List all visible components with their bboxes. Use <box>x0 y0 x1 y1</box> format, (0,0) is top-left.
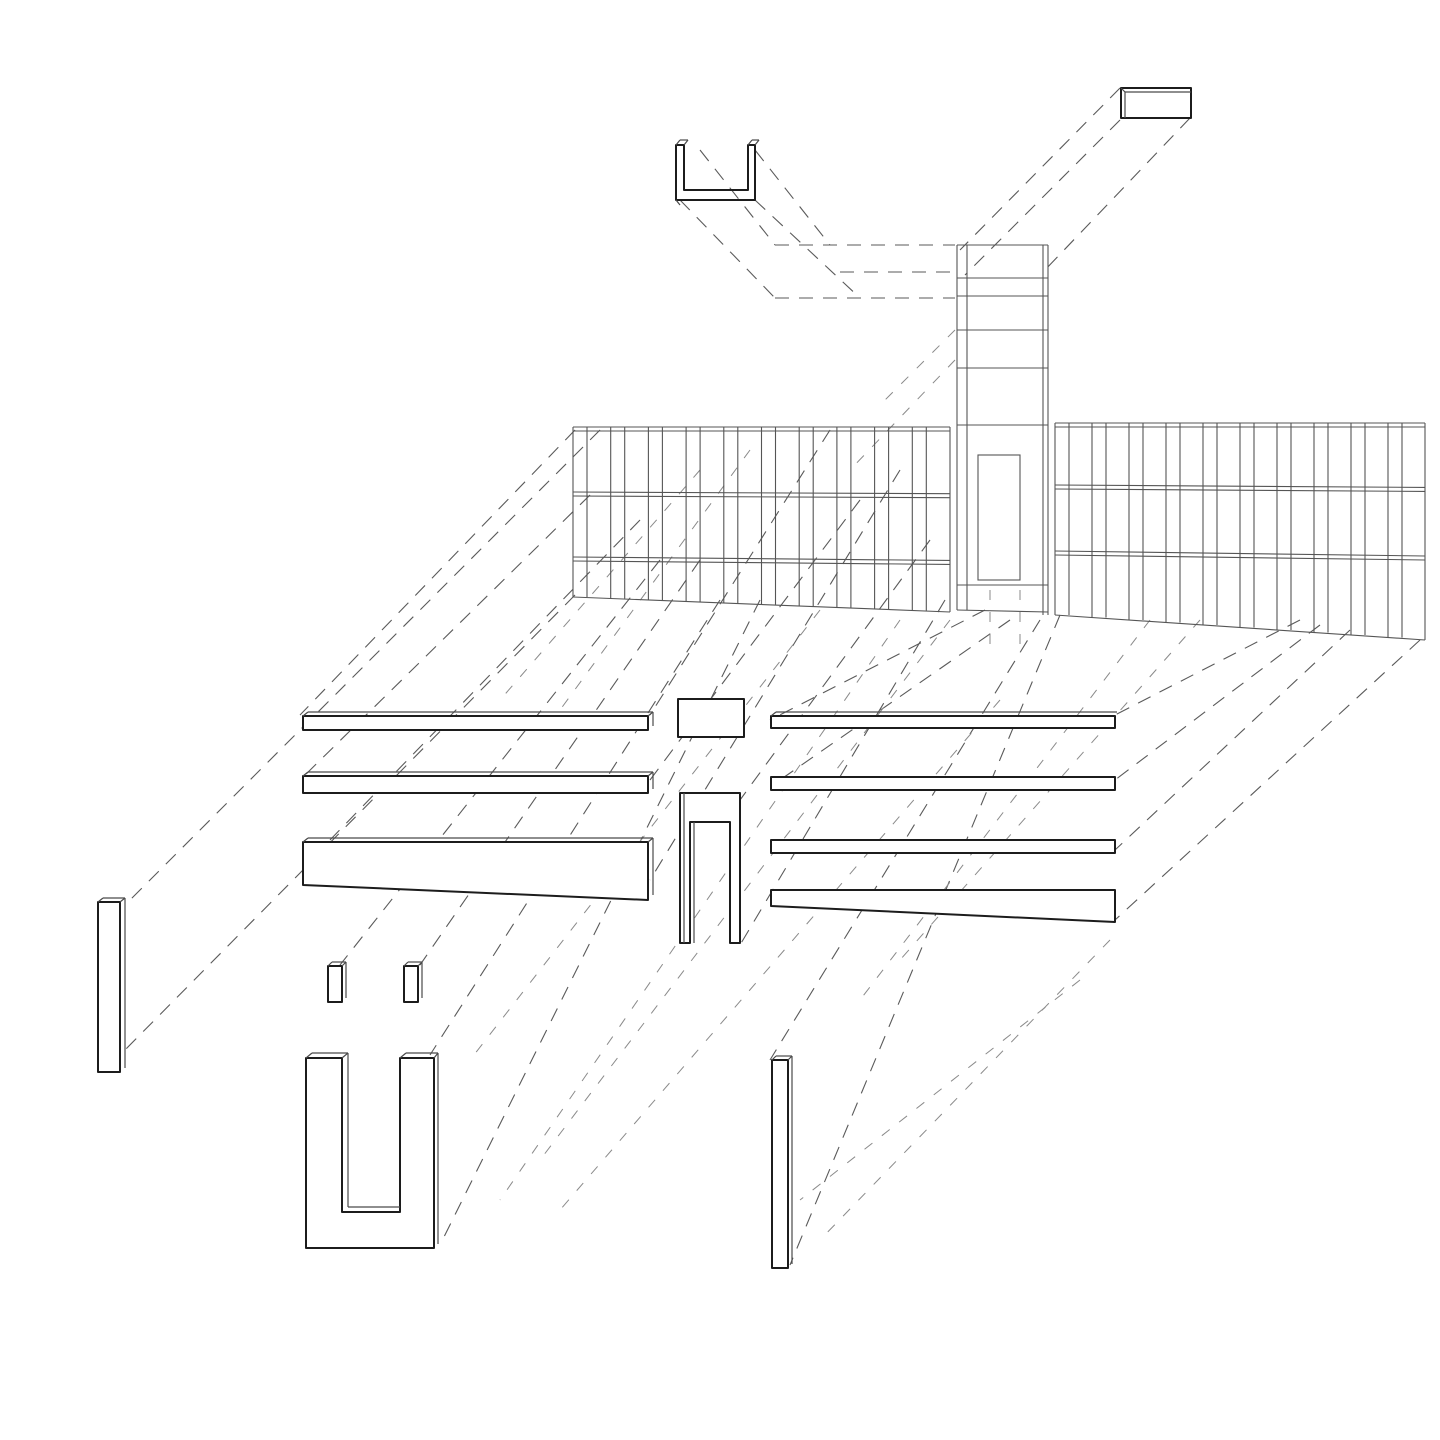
small-post-left <box>327 961 347 1003</box>
centre-door-frame <box>679 792 741 944</box>
upper-u-channel <box>675 139 760 206</box>
large-u-wall <box>305 1052 439 1249</box>
right-tapered-slab <box>770 889 1116 923</box>
centre-block <box>677 698 745 738</box>
right-thin-slab-2 <box>770 776 1116 791</box>
right-thin-slab-3 <box>770 839 1116 854</box>
right-thin-slab-1 <box>770 711 1117 729</box>
right-grid-wall <box>1054 422 1426 641</box>
small-post-right <box>403 961 423 1003</box>
far-left-post <box>97 897 126 1073</box>
central-tower <box>956 244 1049 615</box>
left-grid-wall <box>572 426 951 613</box>
lower-centre-post <box>771 1055 793 1269</box>
left-thick-slab <box>302 837 654 901</box>
left-thin-slab-1 <box>302 711 654 731</box>
projection-lines <box>119 87 1421 1266</box>
left-thin-slab-2 <box>302 771 654 794</box>
small-block-top-right <box>1120 87 1192 119</box>
